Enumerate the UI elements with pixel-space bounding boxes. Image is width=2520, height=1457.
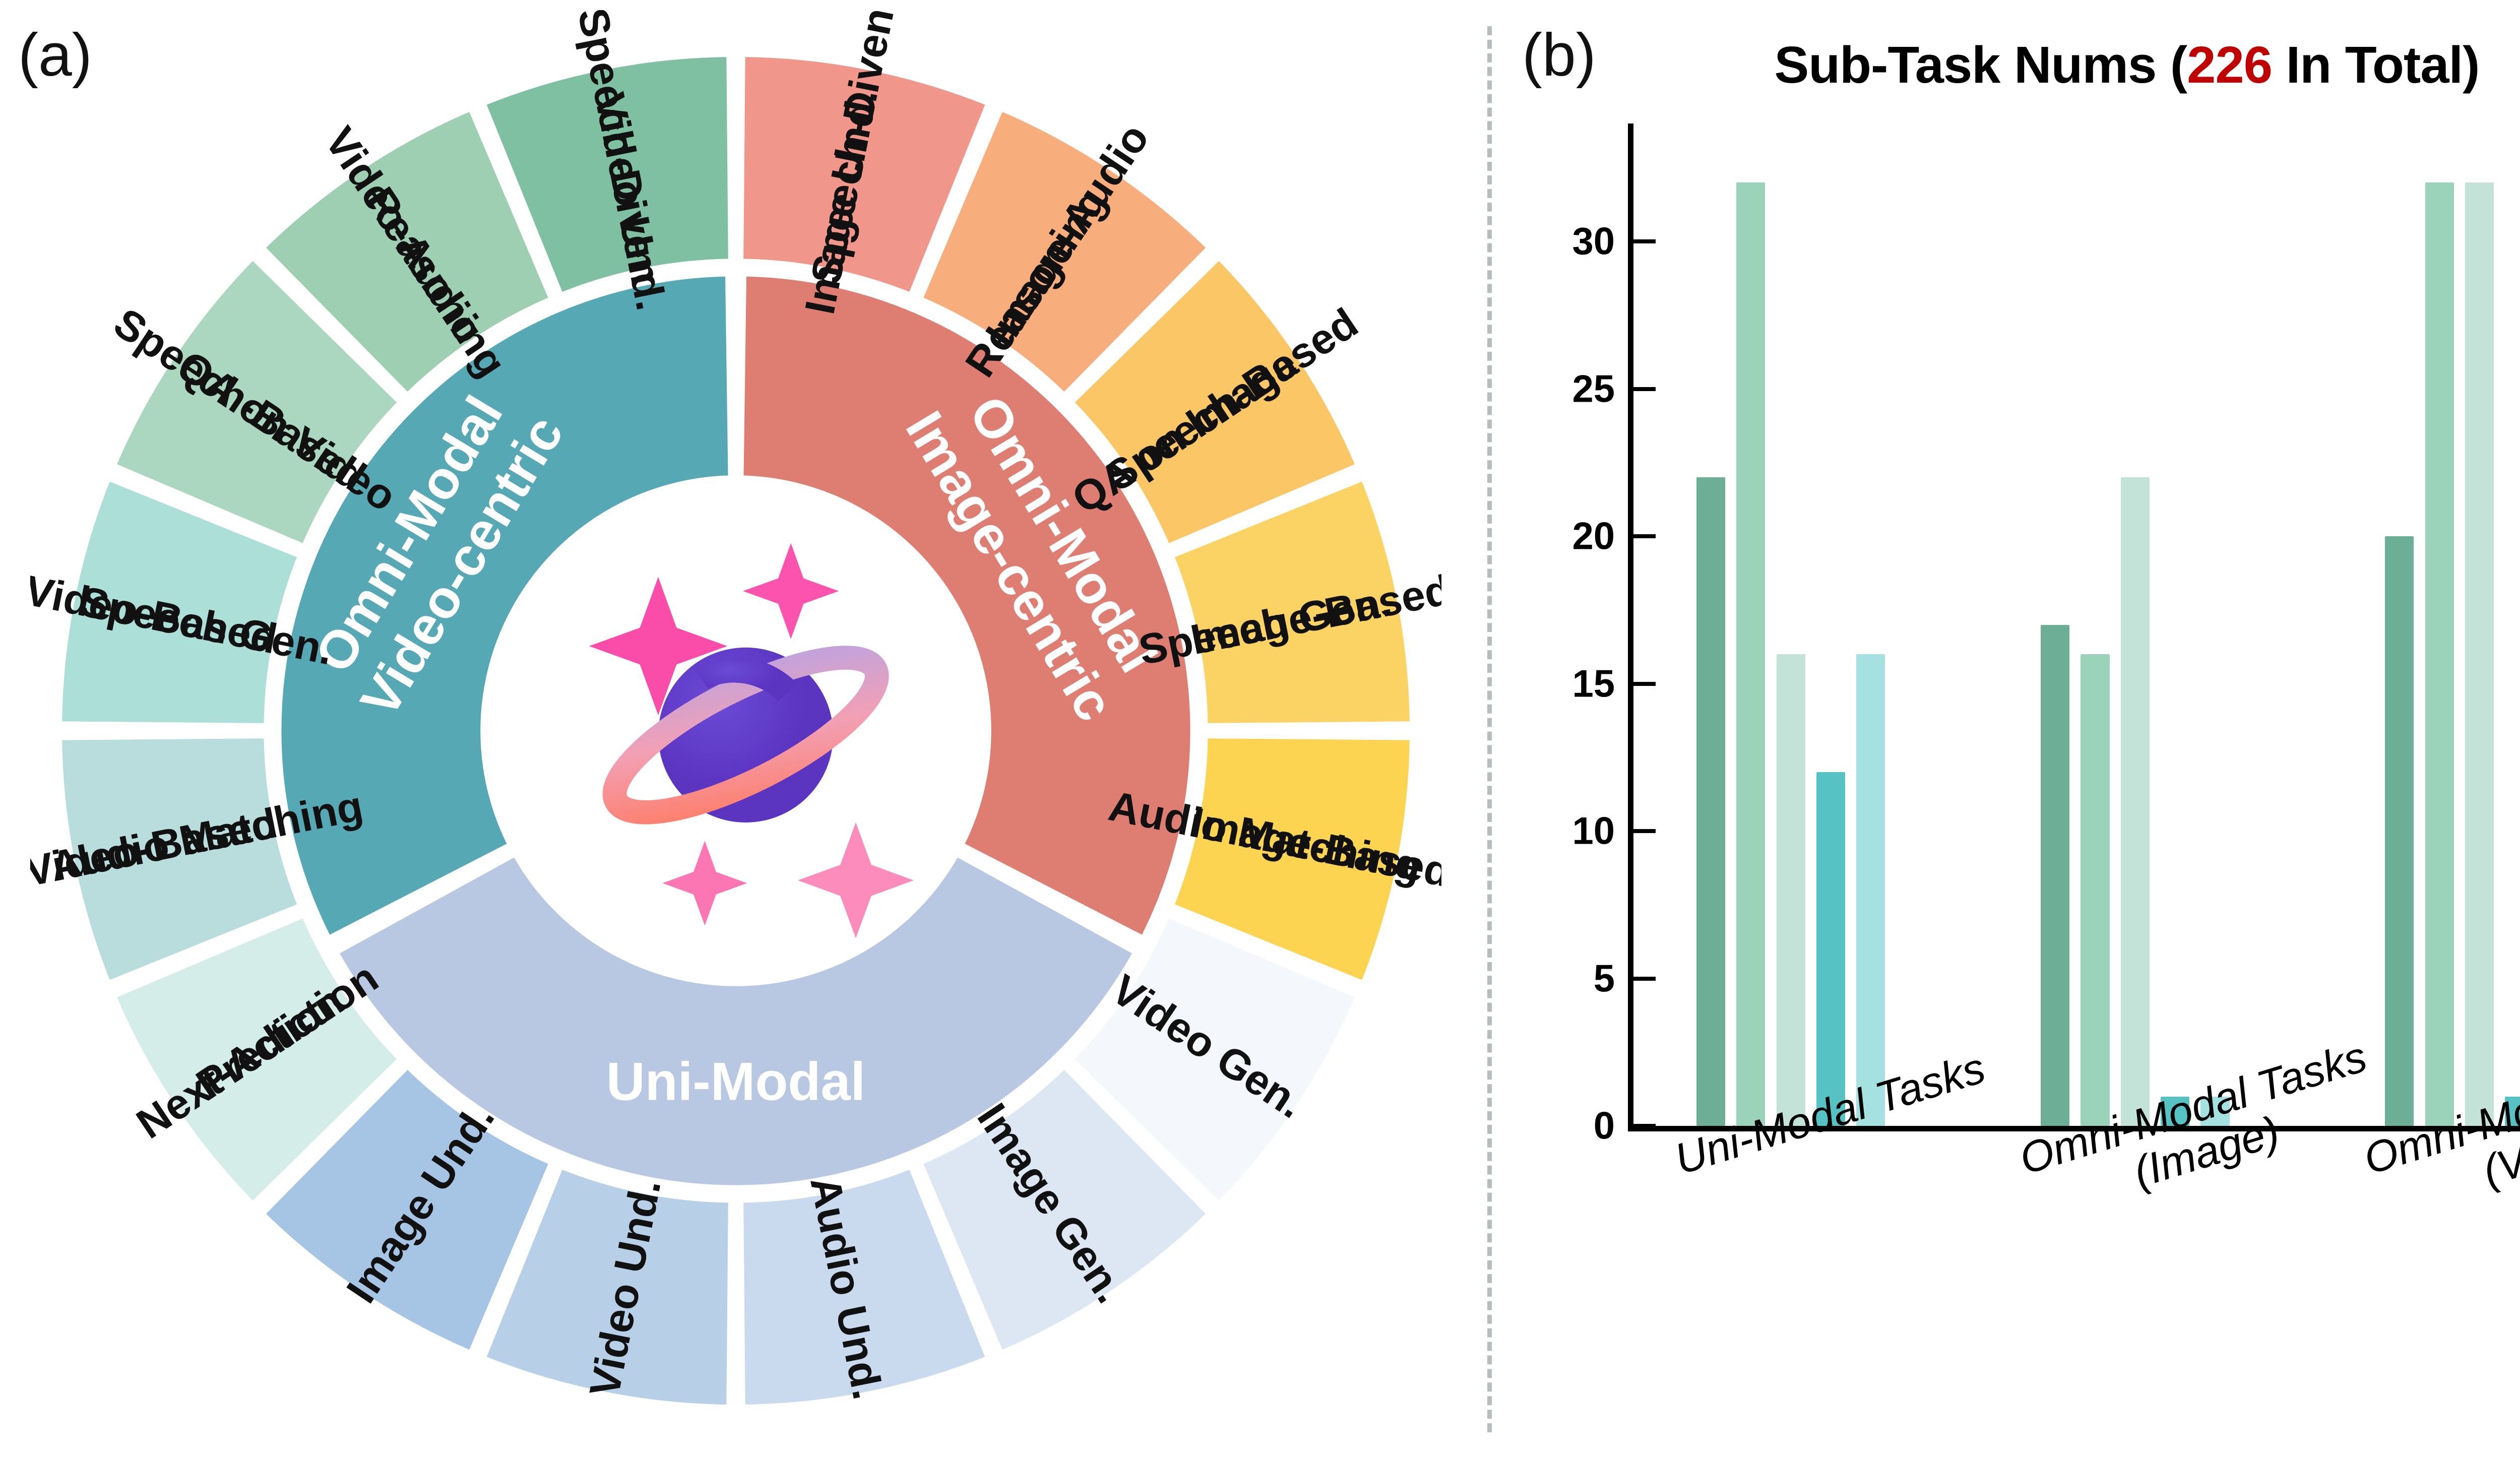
chart-left-title-suffix: In Total) — [2272, 36, 2480, 94]
sunburst-outer-segment[interactable] — [107, 251, 407, 552]
sunburst-outer-segment[interactable] — [736, 1160, 994, 1412]
panel-a-taxonomy: (a) — [18, 10, 1441, 1451]
bar[interactable] — [2200, 1096, 2230, 1126]
sunburst-outer-segment[interactable] — [54, 472, 306, 730]
sunburst-outer-segment[interactable] — [914, 1060, 1216, 1359]
sunburst-outer-segment[interactable] — [477, 1160, 735, 1412]
bar[interactable] — [2385, 536, 2414, 1126]
chart-left-title-prefix: Sub-Task Nums ( — [1774, 36, 2188, 94]
panel-divider — [1487, 26, 1492, 1432]
y-tick-label: 10 — [1572, 809, 1615, 853]
y-tick-mark — [1633, 387, 1656, 391]
sunburst-inner-segment-omni-video[interactable] — [273, 268, 737, 946]
sunburst-outer-segment[interactable] — [477, 49, 735, 301]
sunburst-outer-segment[interactable] — [256, 1060, 557, 1359]
sunburst-outer-segment[interactable] — [914, 102, 1216, 402]
y-tick-label: 5 — [1593, 957, 1615, 1000]
bar[interactable] — [2425, 182, 2454, 1126]
bar[interactable] — [1696, 477, 1726, 1126]
sunburst-inner-segment-uni-modal[interactable] — [328, 846, 1144, 1194]
y-tick-label: 30 — [1572, 220, 1615, 263]
y-tick-label: 20 — [1572, 515, 1615, 558]
sunburst-outer-segment[interactable] — [256, 102, 557, 402]
y-tick-label: 25 — [1572, 367, 1615, 410]
y-tick-label: 15 — [1572, 662, 1615, 705]
sunburst-svg: Omni-ModalImage-centricUni-ModalOmni-Mod… — [30, 10, 1441, 1412]
sunburst-inner-label: Uni-Modal — [606, 1051, 865, 1111]
chart-left-y-axis — [1628, 123, 1633, 1131]
y-tick-mark — [1633, 1124, 1656, 1128]
bar[interactable] — [1776, 654, 1805, 1126]
chart-left-title: Sub-Task Nums (226 In Total) — [1522, 35, 2520, 95]
y-tick-mark — [1633, 534, 1656, 538]
bar[interactable] — [2120, 477, 2150, 1126]
sunburst-outer-ring — [54, 49, 1417, 1412]
y-tick-mark — [1633, 681, 1656, 686]
sunburst-inner-ring — [273, 268, 1199, 1194]
y-tick-mark — [1633, 829, 1656, 833]
panel-b-label: (b) — [1522, 21, 1596, 89]
bar-group — [2035, 123, 2275, 1126]
sunburst-outer-segment[interactable] — [736, 49, 994, 301]
sunburst-outer-segment[interactable] — [107, 909, 407, 1211]
bar-group — [1691, 123, 1931, 1126]
bar[interactable] — [1736, 182, 1766, 1126]
panel-a-label: (a) — [18, 21, 92, 89]
chart-left-bars — [1633, 123, 2520, 1126]
chart-left-title-total: 226 — [2187, 36, 2273, 94]
bar[interactable] — [2465, 182, 2494, 1126]
chart-left-plot: 0 5 10 15 20 25 30 — [1572, 123, 2520, 1148]
planet-sparkles-icon — [589, 543, 914, 938]
bar[interactable] — [2161, 1096, 2190, 1126]
sunburst-inner-segment-omni-image[interactable] — [735, 268, 1199, 946]
y-tick-label: 0 — [1593, 1104, 1615, 1148]
chart-left-x-axis — [1628, 1126, 2520, 1131]
bar[interactable] — [2081, 654, 2110, 1126]
y-tick-mark — [1633, 976, 1656, 981]
chart-sub-task-nums: Sub-Task Nums (226 In Total) 0 5 10 15 20 25 3… — [1522, 0, 2520, 1457]
sunburst-outer-segment[interactable] — [54, 731, 306, 989]
sunburst-outer-segment[interactable] — [1165, 472, 1417, 730]
y-tick-mark — [1633, 239, 1656, 243]
bar[interactable] — [1856, 654, 1885, 1126]
bar[interactable] — [1816, 772, 1846, 1126]
bar[interactable] — [2505, 1096, 2520, 1126]
sunburst-outer-segment[interactable] — [1065, 909, 1364, 1211]
sunburst-outer-segment[interactable] — [1065, 251, 1364, 552]
sunburst-outer-segment[interactable] — [1165, 731, 1417, 989]
bar-group — [2379, 123, 2520, 1126]
panel-b-charts: (b) Sub-Task Nums (226 In Total) 0 5 10 15 2… — [1492, 0, 2520, 1457]
bar[interactable] — [2041, 624, 2070, 1126]
